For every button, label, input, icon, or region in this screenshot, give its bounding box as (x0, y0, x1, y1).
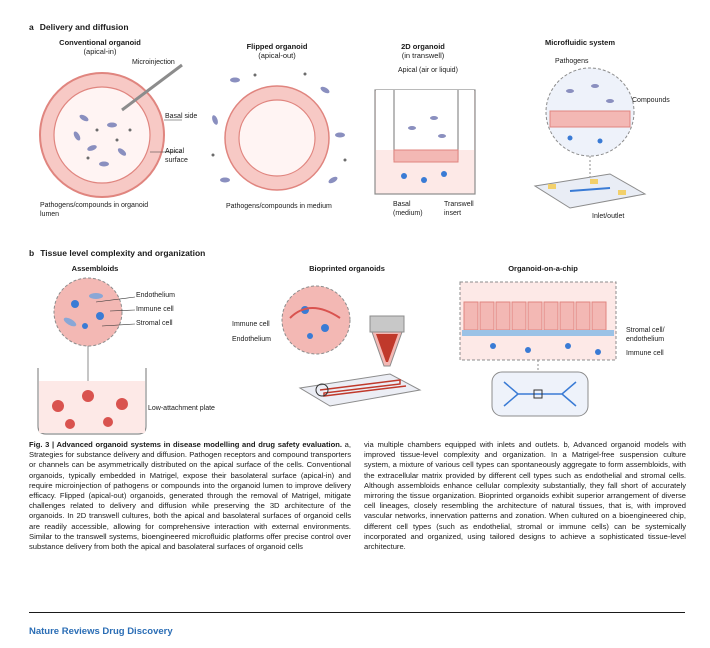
immune-cell-label: Immune cell (136, 306, 174, 313)
ooc-diagram (459, 281, 617, 417)
pathogens-lumen-label: Pathogens/compounds in organoid lumen (40, 202, 149, 218)
footer-divider (29, 612, 685, 613)
transwell-insert-label: Transwell insert (444, 201, 474, 217)
pathogens-label: Pathogens (555, 58, 589, 65)
stromal-cell-label: Stromal cell (136, 320, 173, 327)
journal-name[interactable]: Nature Reviews Drug Discovery (29, 626, 173, 637)
immune-cell-label-2: Immune cell (232, 321, 270, 328)
apical-surface-label: Apical surface (165, 148, 188, 164)
apical-air-label: Apical (air or liquid) (398, 67, 458, 74)
caption-column-2: via multiple chambers equipped with inle… (364, 440, 686, 552)
basal-medium-label: Basal (medium) (393, 201, 423, 217)
immune-cell-label-3: Immune cell (626, 350, 664, 357)
conventional-organoid-diagram (39, 63, 183, 198)
endothelium-label: Endothelium (136, 292, 175, 299)
figure-label: Fig. 3 | Advanced organoid systems in di… (29, 440, 342, 449)
low-attachment-label: Low-attachment plate (148, 405, 215, 412)
caption-text-2: via multiple chambers equipped with inle… (364, 440, 686, 552)
ooc-title: Organoid-on-a-chip (508, 264, 578, 273)
stromal-endothelium-label: Stromal cell/ endothelium (626, 327, 665, 343)
assembloids-title: Assembloids (71, 264, 119, 273)
endothelium-label-2: Endothelium (232, 336, 271, 343)
assembloids-diagram (37, 277, 147, 435)
twod-organoid-title: 2D organoid (in transwell) (401, 42, 445, 60)
microfluidic-diagram (533, 67, 647, 209)
inlet-outlet-label: Inlet/outlet (592, 213, 625, 220)
flipped-organoid-title: Flipped organoid (apical-out) (246, 42, 308, 60)
flipped-organoid-diagram (211, 72, 347, 191)
basal-side-label: Basal side (165, 113, 198, 120)
caption-text-1: a, Strategies for substance delivery and… (29, 440, 351, 552)
pathogens-medium-label: Pathogens/compounds in medium (226, 203, 332, 210)
compounds-label: Compounds (632, 97, 670, 104)
bioprinted-diagram (281, 285, 422, 407)
microinjection-label: Microinjection (132, 59, 175, 66)
transwell-diagram (374, 89, 476, 195)
conventional-organoid-title: Conventional organoid (apical-in) (59, 38, 141, 56)
caption-column-1: Fig. 3 | Advanced organoid systems in di… (29, 440, 351, 552)
microfluidic-title: Microfluidic system (544, 38, 616, 47)
bioprinted-title: Bioprinted organoids (309, 264, 385, 273)
